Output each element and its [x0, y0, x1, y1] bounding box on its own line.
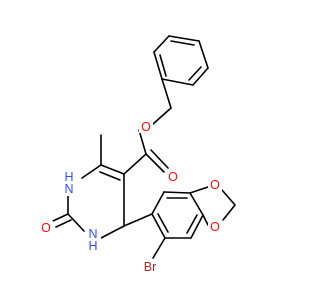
bond	[170, 40, 195, 46]
bond	[151, 191, 165, 215]
bond	[99, 171, 121, 181]
urea-oxygen-label: O	[39, 221, 53, 235]
bond	[159, 54, 167, 77]
bond	[145, 153, 165, 173]
atom-label: O	[210, 220, 220, 234]
bond	[153, 35, 170, 53]
bond	[150, 149, 169, 169]
atom-label: N	[64, 182, 73, 196]
bond	[161, 78, 172, 109]
bond	[188, 66, 202, 81]
atom-label: N	[88, 227, 97, 241]
bond	[52, 213, 69, 222]
atom-label: O	[168, 170, 178, 184]
atom-label: Br	[144, 260, 157, 274]
n1-h-label: H N	[61, 170, 77, 196]
bond	[100, 164, 125, 175]
bond	[198, 40, 209, 69]
bond	[67, 213, 85, 232]
bond	[189, 192, 204, 216]
bond	[152, 107, 172, 125]
bond	[157, 213, 169, 233]
dioxole-oxygen-1-label: O	[208, 178, 222, 192]
bond	[168, 35, 200, 42]
bromine-label: Br	[139, 260, 161, 274]
atom-label: O	[41, 221, 51, 235]
ester-carbonyl-oxygen-label: O	[166, 169, 180, 184]
molecule-drawing: O O H N O N H O	[39, 35, 236, 274]
bond	[190, 214, 204, 239]
bonds	[52, 35, 236, 259]
bond	[138, 129, 147, 155]
bond	[186, 214, 198, 234]
bond	[81, 164, 102, 179]
atom-labels: O O H N O N H O	[39, 119, 222, 274]
structure-svg: O O H N O N H O	[39, 35, 236, 274]
bond	[202, 214, 209, 226]
bond	[123, 213, 153, 227]
bond	[222, 204, 236, 221]
bond	[100, 225, 125, 239]
bond	[163, 191, 191, 194]
dioxole-oxygen-2-label: O	[208, 220, 222, 234]
bond	[189, 186, 209, 194]
bond	[152, 237, 166, 259]
atom-label: O	[141, 120, 151, 134]
bond	[123, 153, 147, 175]
ester-oxygen-label: O	[139, 119, 153, 134]
bond	[161, 78, 194, 86]
n3-h-label: N H	[85, 227, 101, 253]
bond	[221, 189, 236, 206]
atom-label: H	[88, 239, 97, 253]
bond	[55, 219, 72, 228]
bond	[153, 51, 163, 80]
bond	[151, 213, 166, 239]
atom-label: O	[210, 178, 220, 192]
bond	[192, 67, 209, 86]
atom-label: H	[64, 170, 73, 184]
